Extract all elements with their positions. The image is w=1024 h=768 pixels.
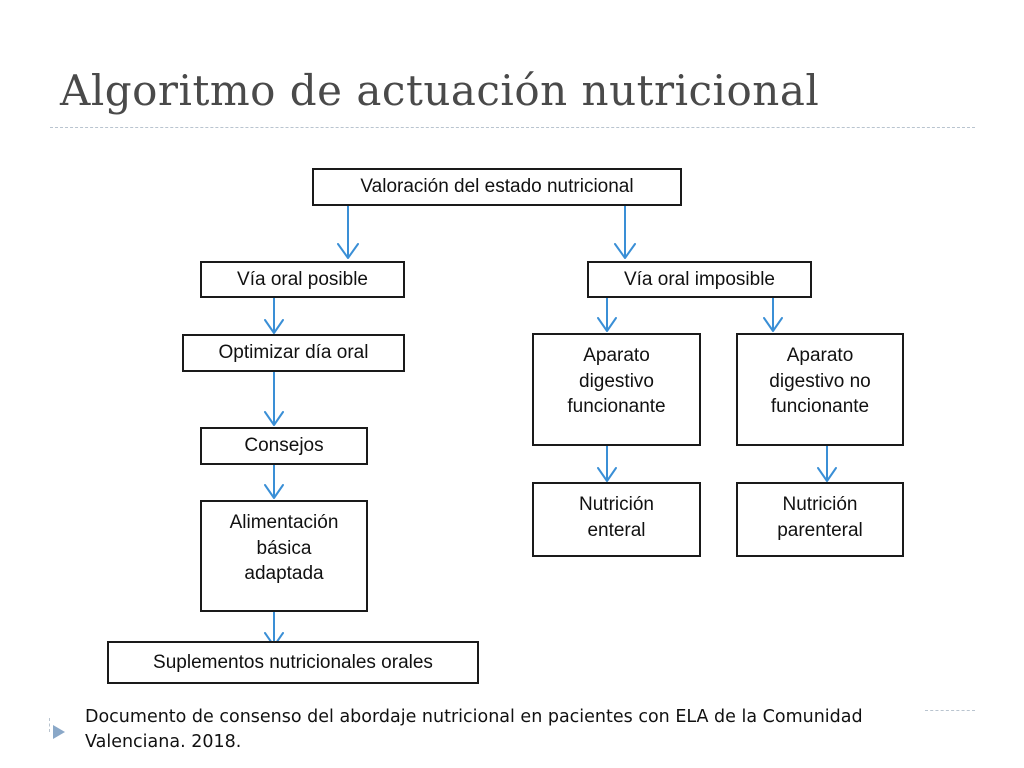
- node-digestivo-funcionante: Aparato digestivo funcionante: [532, 333, 701, 446]
- arrow-valoracion-posible: [337, 205, 359, 259]
- arrow-posible-optimizar: [264, 297, 284, 334]
- node-digestivo-funcionante-line-2: digestivo: [579, 370, 654, 392]
- node-alimentacion-line-3: adaptada: [244, 563, 324, 585]
- node-consejos-label: Consejos: [244, 435, 324, 457]
- node-digestivo-no-funcionante-line-1: Aparato: [786, 345, 854, 366]
- node-optimizar-label: Optimizar día oral: [218, 342, 369, 364]
- arrow-valoracion-imposible: [614, 205, 636, 259]
- arrow-optimizar-consejos: [264, 371, 284, 426]
- node-via-oral-posible-label: Vía oral posible: [237, 268, 368, 290]
- node-nutricion-enteral-line-2: enteral: [587, 519, 646, 541]
- title-divider: [50, 127, 975, 128]
- node-nutricion-parenteral-line-1: Nutrición: [782, 494, 858, 515]
- node-nutricion-parenteral: Nutrición parenteral: [736, 482, 904, 557]
- node-alimentacion: Alimentación básica adaptada: [200, 500, 368, 612]
- node-valoracion: Valoración del estado nutricional: [312, 168, 682, 206]
- footnote-divider-right: [925, 710, 975, 711]
- node-alimentacion-line-1: Alimentación: [229, 512, 339, 533]
- node-digestivo-funcionante-line-3: funcionante: [567, 396, 666, 418]
- node-nutricion-enteral-line-1: Nutrición: [579, 494, 654, 515]
- node-via-oral-imposible-label: Vía oral imposible: [623, 268, 776, 290]
- node-alimentacion-line-2: básica: [256, 537, 312, 559]
- node-consejos: Consejos: [200, 427, 368, 465]
- arrow-funcionante-enteral: [597, 445, 617, 482]
- node-via-oral-imposible: Vía oral imposible: [587, 261, 812, 298]
- arrow-nofuncionante-parenteral: [817, 445, 837, 482]
- node-digestivo-no-funcionante-line-3: funcionante: [770, 396, 870, 418]
- node-via-oral-posible: Vía oral posible: [200, 261, 405, 298]
- footnote-divider-left: [49, 718, 50, 732]
- node-valoracion-label: Valoración del estado nutricional: [360, 176, 634, 198]
- node-digestivo-funcionante-line-1: Aparato: [583, 345, 650, 366]
- slide-title: Algoritmo de actuación nutricional: [60, 66, 820, 115]
- node-nutricion-parenteral-line-2: parenteral: [777, 519, 863, 541]
- node-digestivo-no-funcionante: Aparato digestivo no funcionante: [736, 333, 904, 446]
- triangle-bullet-icon: [53, 725, 65, 739]
- arrow-imposible-funcionante: [597, 297, 617, 332]
- node-suplementos-label: Suplementos nutricionales orales: [153, 651, 433, 673]
- node-digestivo-no-funcionante-line-2: digestivo no: [769, 370, 871, 392]
- arrow-consejos-alimentacion: [264, 464, 284, 499]
- node-suplementos: Suplementos nutricionales orales: [107, 641, 479, 684]
- footnote-source: Documento de consenso del abordaje nutri…: [85, 707, 863, 753]
- arrow-imposible-nofuncionante: [763, 297, 783, 332]
- node-nutricion-enteral: Nutrición enteral: [532, 482, 701, 557]
- node-optimizar: Optimizar día oral: [182, 334, 405, 372]
